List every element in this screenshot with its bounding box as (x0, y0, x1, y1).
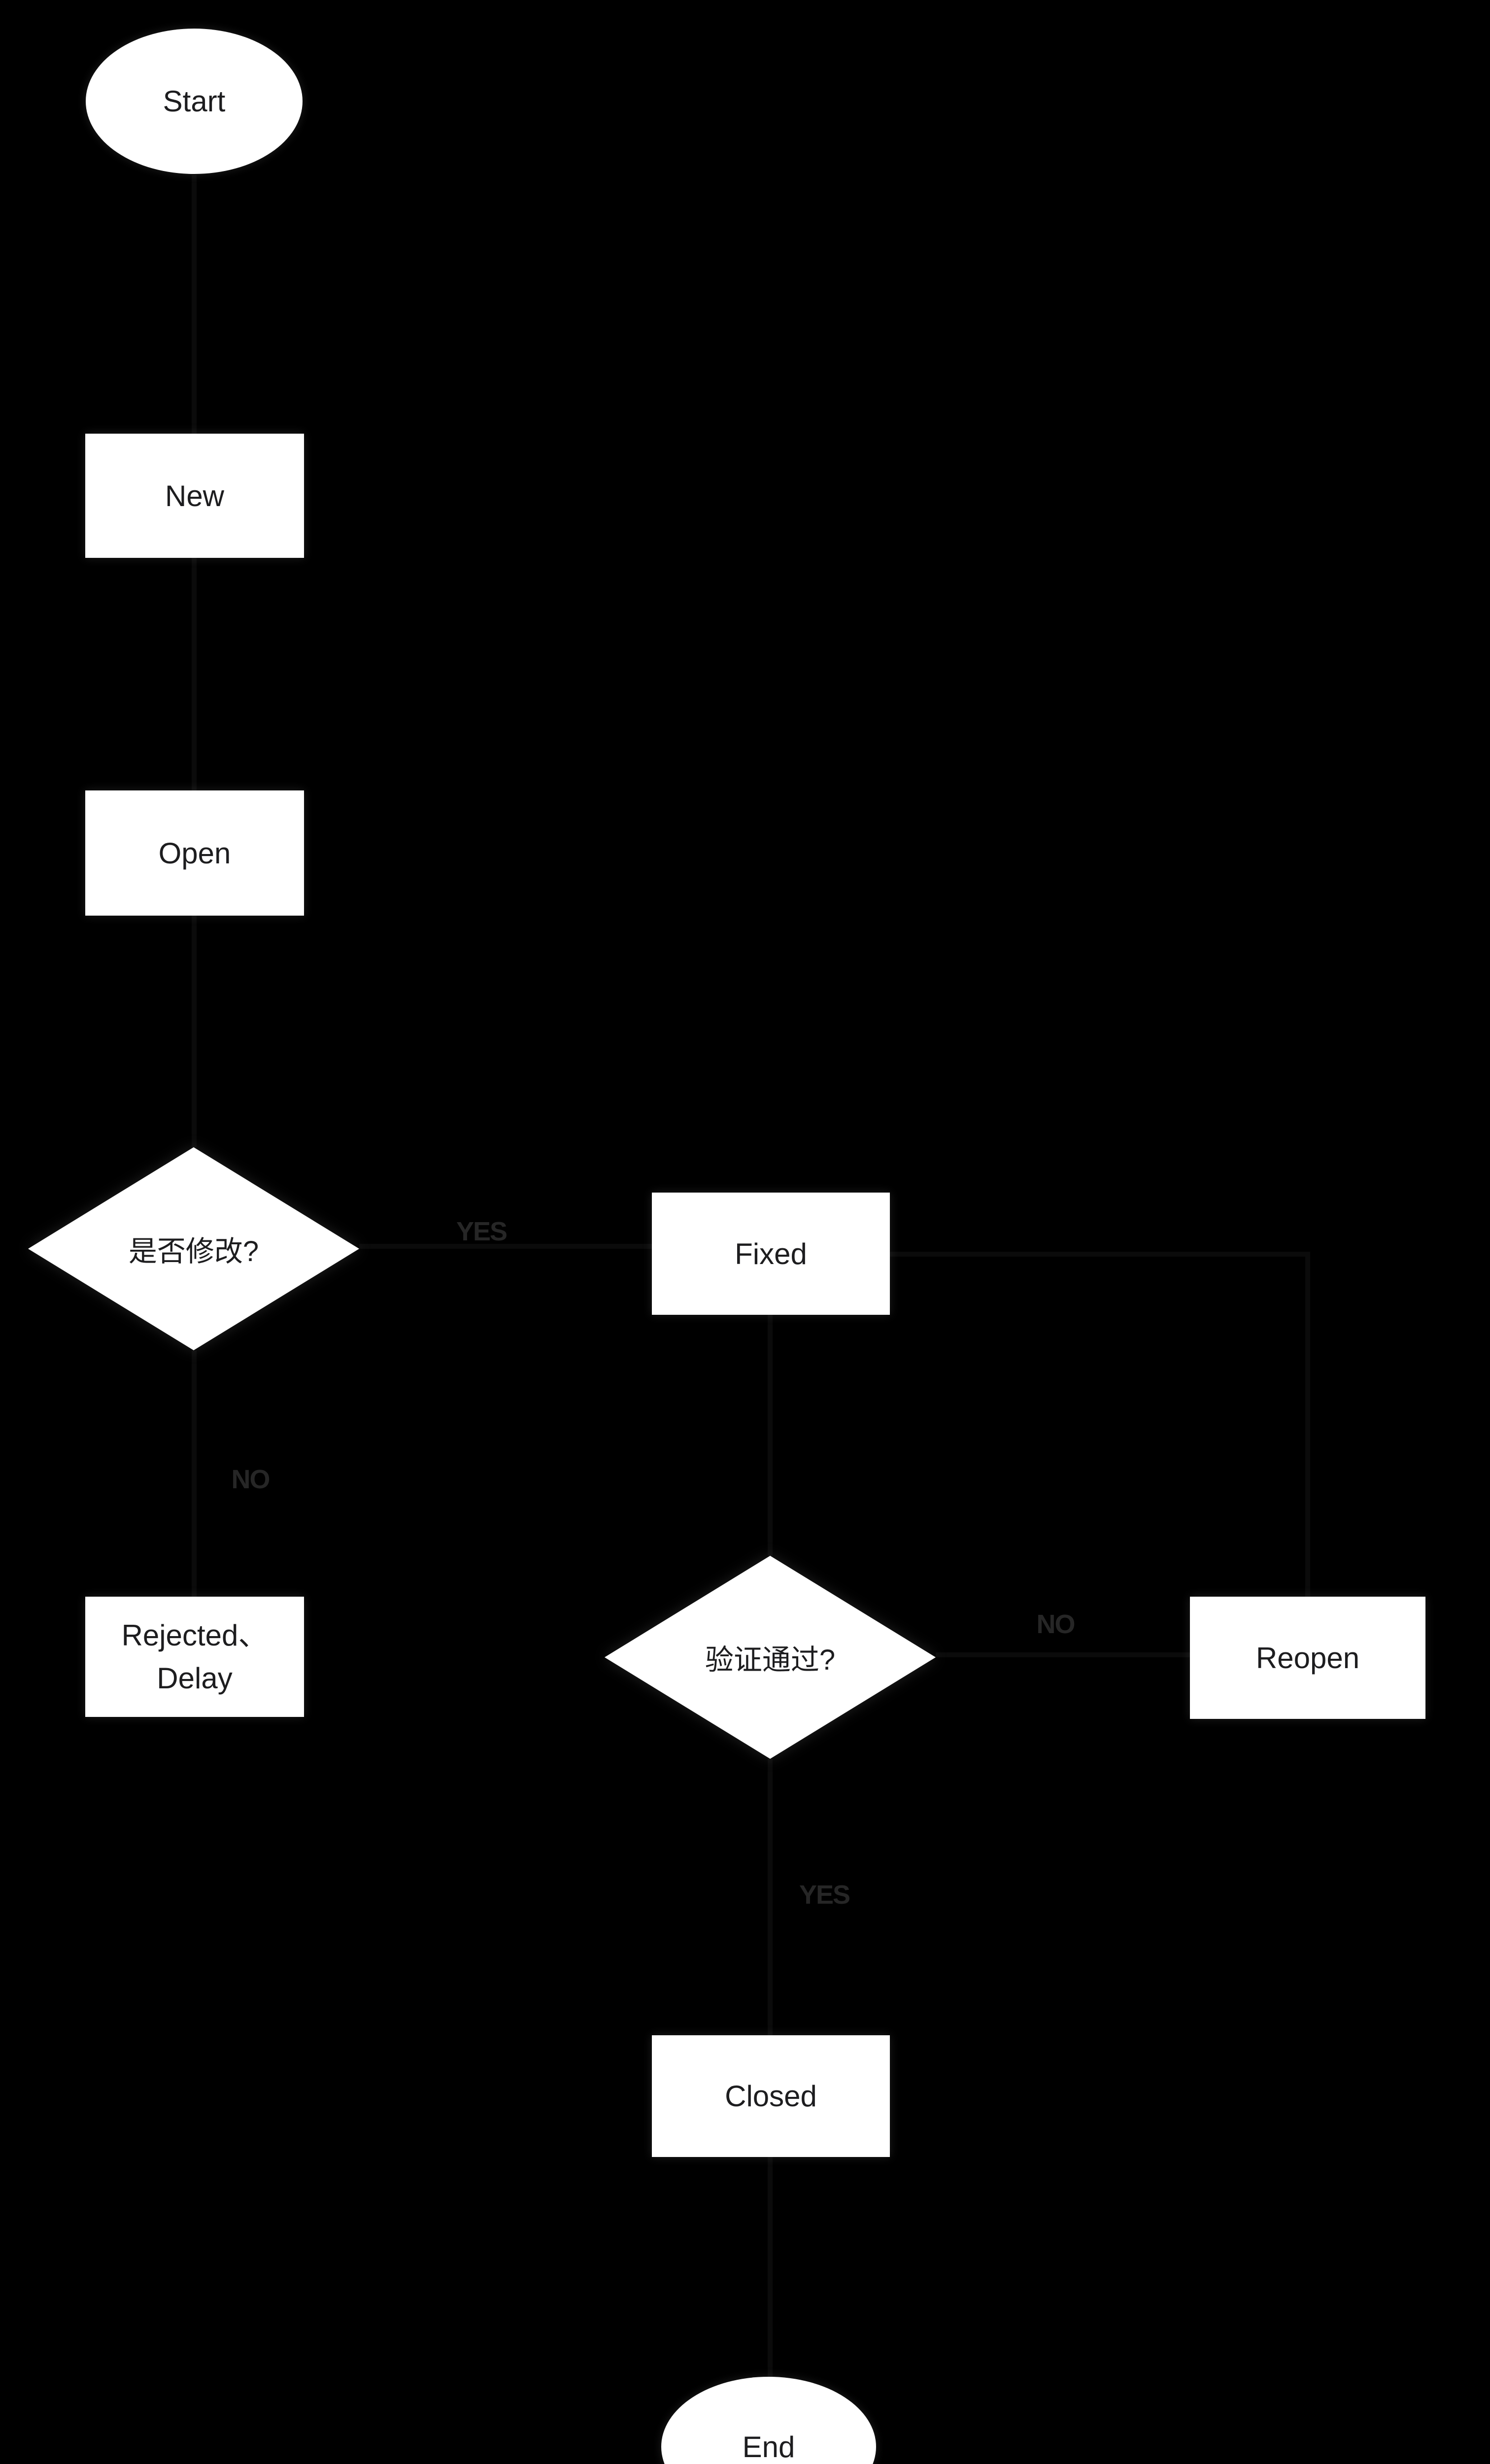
edge-decision-rejected (192, 1350, 197, 1597)
start-label: Start (163, 85, 226, 118)
edge-verify-reopen (936, 1652, 1190, 1657)
flow-node-open: Open (85, 790, 304, 916)
rejected-delay-line2: Delay (157, 1662, 233, 1695)
new-label: New (165, 479, 225, 513)
edge-start-new (192, 175, 197, 434)
decision-verify-diamond: 验证通过? (605, 1556, 936, 1759)
edge-fixed-verify (768, 1315, 773, 1556)
fixed-label: Fixed (735, 1237, 807, 1270)
rejected-delay-label: Rejected、 Delay (122, 1614, 268, 1700)
edge-label-yes-modify: YES (456, 1217, 508, 1246)
edge-closed-end (768, 2157, 773, 2377)
open-label: Open (158, 836, 231, 870)
flow-node-rejected-delay: Rejected、 Delay (85, 1597, 304, 1717)
closed-label: Closed (725, 2080, 817, 2113)
edge-verify-closed (768, 1759, 773, 2035)
flow-node-new: New (85, 434, 304, 558)
flow-node-decision-modify: 是否修改? (28, 1147, 359, 1350)
decision-modify-label: 是否修改? (128, 1235, 259, 1267)
flow-node-decision-verify: 验证通过? (605, 1556, 936, 1759)
edge-new-open (192, 558, 197, 790)
edge-label-yes-verify: YES (799, 1880, 850, 1910)
rejected-delay-line1: Rejected、 (121, 1619, 268, 1652)
edge-reopen-fixed (890, 1252, 1310, 1257)
edge-label-no-verify: NO (1036, 1609, 1076, 1639)
reopen-label: Reopen (1255, 1641, 1360, 1675)
edge-reopen-up (1305, 1252, 1310, 1597)
flow-node-end: End (661, 2377, 876, 2464)
end-label: End (742, 2430, 795, 2464)
edge-open-decision (192, 916, 197, 1147)
flow-node-reopen: Reopen (1190, 1597, 1425, 1719)
edge-label-no-modify: NO (231, 1465, 271, 1494)
decision-modify-diamond: 是否修改? (28, 1147, 359, 1350)
flow-node-fixed: Fixed (652, 1193, 890, 1315)
flow-node-start: Start (86, 29, 303, 174)
flow-node-closed: Closed (652, 2035, 890, 2157)
decision-verify-label: 验证通过? (705, 1644, 836, 1676)
edge-decision-fixed (359, 1244, 652, 1249)
